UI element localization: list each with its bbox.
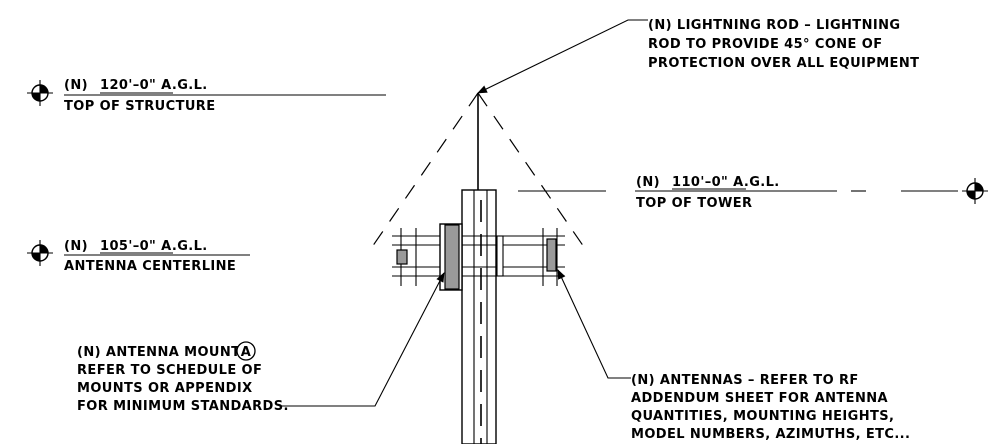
antenna-panel-right xyxy=(546,238,557,272)
note-line: ROD TO PROVIDE 45° CONE OF xyxy=(648,37,883,52)
note-line: MODEL NUMBERS, AZIMUTHS, ETC... xyxy=(631,427,910,442)
note-line: FOR MINIMUM STANDARDS. xyxy=(77,399,289,414)
elevation-marker-top-of-structure: (N) 120'–0" A.G.L. TOP OF STRUCTURE xyxy=(27,78,386,114)
elevation-marker-antenna-centerline: (N) 105'–0" A.G.L. ANTENNA CENTERLINE xyxy=(27,239,250,274)
monopole-tower xyxy=(461,189,497,444)
antennas-note: (N) ANTENNAS – REFER TO RF ADDENDUM SHEE… xyxy=(557,269,910,442)
elevation-target-icon xyxy=(962,178,988,204)
note-line: (N) ANTENNAS – REFER TO RF xyxy=(631,373,859,388)
note-line: PROTECTION OVER ALL EQUIPMENT xyxy=(648,56,919,71)
elevation-marker-top-of-tower: (N) 110'–0" A.G.L. TOP OF TOWER xyxy=(518,175,988,211)
elevation-value: 110'–0" A.G.L. xyxy=(672,175,780,190)
lightning-rod-note: (N) LIGHTNING ROD – LIGHTNING ROD TO PRO… xyxy=(477,18,919,94)
elevation-target-icon xyxy=(27,240,53,266)
antenna-panel-left xyxy=(396,249,408,265)
note-line: REFER TO SCHEDULE OF xyxy=(77,363,262,378)
elevation-marker-prefix: (N) xyxy=(64,239,88,254)
note-line: (N) ANTENNA MOUNT xyxy=(77,345,240,360)
lightning-rod xyxy=(369,92,587,251)
note-line: MOUNTS OR APPENDIX xyxy=(77,381,253,396)
leader-line xyxy=(557,269,631,379)
mount-tag: A xyxy=(241,345,251,360)
mount-tag-icon: A xyxy=(236,341,256,361)
elevation-value: 105'–0" A.G.L. xyxy=(100,239,208,254)
note-line: (N) LIGHTNING ROD – LIGHTNING xyxy=(648,18,900,33)
note-line: QUANTITIES, MOUNTING HEIGHTS, xyxy=(631,409,894,424)
elevation-value: 120'–0" A.G.L. xyxy=(100,78,208,93)
elevation-marker-prefix: (N) xyxy=(636,175,660,190)
elevation-label: TOP OF TOWER xyxy=(636,196,752,211)
elevation-label: TOP OF STRUCTURE xyxy=(64,99,215,114)
leader-line xyxy=(477,19,648,94)
elevation-marker-prefix: (N) xyxy=(64,78,88,93)
note-line: ADDENDUM SHEET FOR ANTENNA xyxy=(631,391,888,406)
elevation-target-icon xyxy=(27,80,53,106)
elevation-label: ANTENNA CENTERLINE xyxy=(64,259,236,274)
antenna-mount-frame xyxy=(392,223,565,291)
antenna-mount-note: (N) ANTENNA MOUNT A REFER TO SCHEDULE OF… xyxy=(77,272,445,414)
leader-line xyxy=(280,272,445,407)
